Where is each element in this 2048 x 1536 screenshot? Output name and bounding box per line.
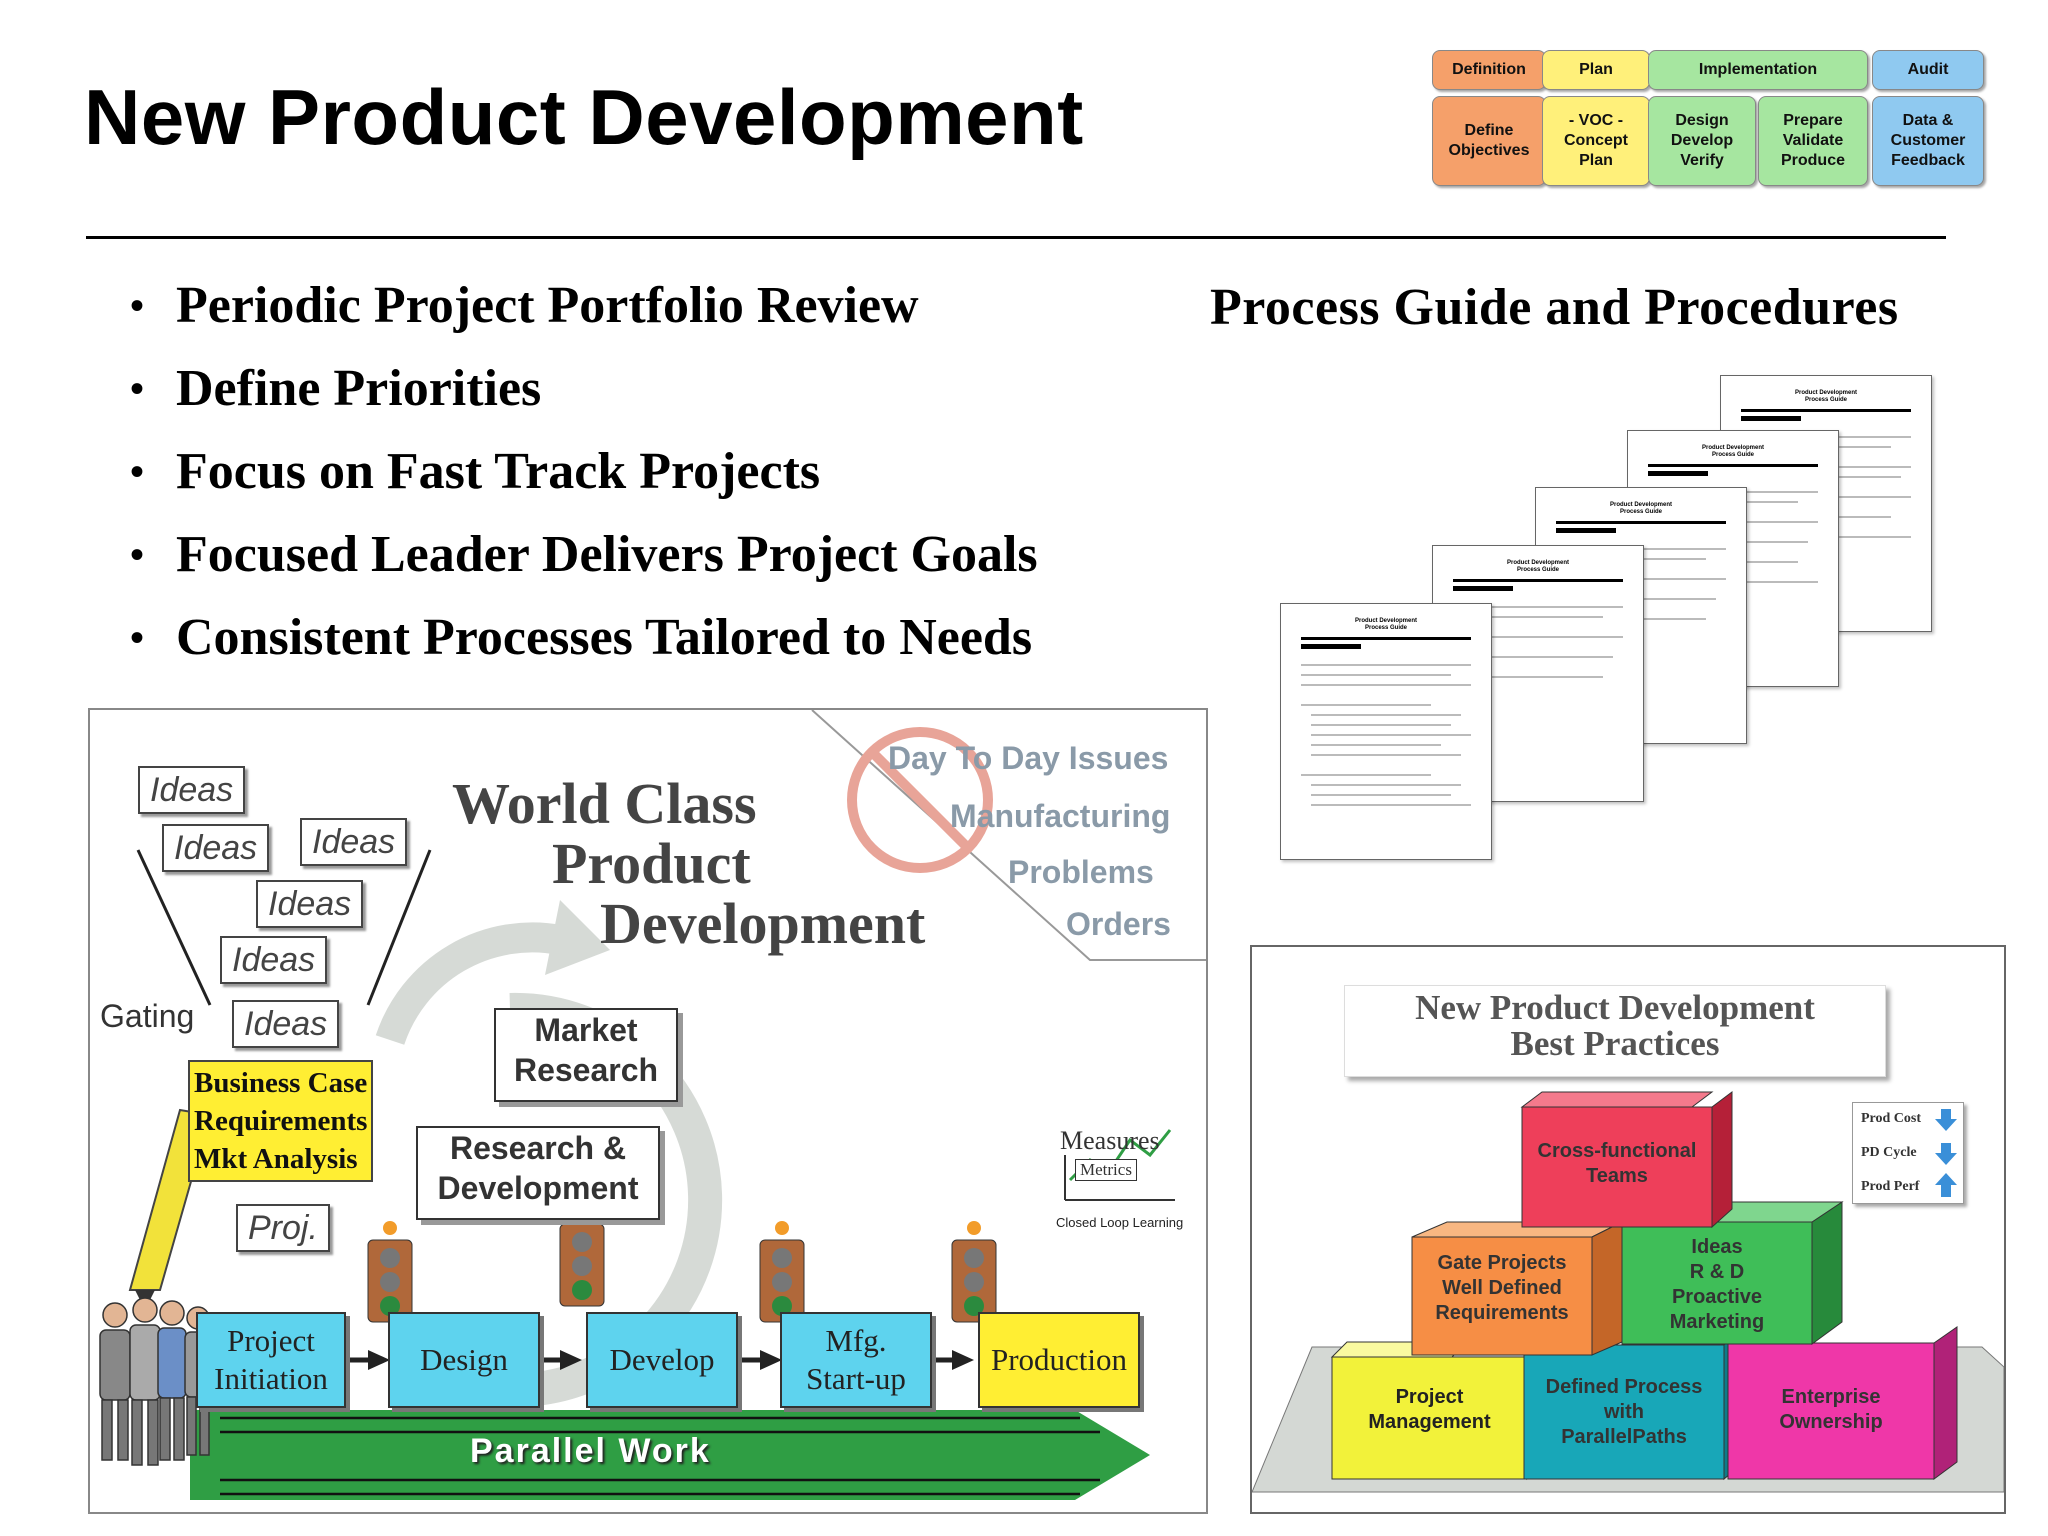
parallel-work-label: Parallel Work [470,1432,711,1470]
market-research-box: Market Research [494,1008,678,1102]
phase-step-data: Data & Customer Feedback [1872,96,1984,186]
doc-header: Product Development Process Guide [1506,560,1569,573]
block-ideas-rnd: Ideas R & D Proactive Marketing [1669,1236,1765,1333]
phase-step-prepare: Prepare Validate Produce [1758,96,1868,186]
bullet-glyph: • [130,366,145,411]
process-guide-page: Product Development Process Guide [1280,603,1492,860]
problems-label: Problems [1008,854,1154,890]
block-pyramid-art [1252,1091,2004,1493]
phase-header-implementation: Implementation [1648,50,1868,90]
arrow-down-icon [1935,1143,1957,1165]
legend-prod-perf: Prod Perf [1861,1179,1920,1194]
best-practices-title: New Product Development Best Practices [1344,985,1886,1077]
phase-strip: Definition Plan Implementation Audit Def… [1432,50,1984,188]
bullet-list: • Periodic Project Portfolio Review • Defi… [130,270,1038,685]
legend-prod-cost: Prod Cost [1861,1111,1922,1126]
stage-project-initiation: Project Initiation [196,1312,346,1408]
block-enterprise-ownership: Enterprise Ownership [1779,1386,1883,1433]
bullet-glyph: • [130,532,145,577]
world-class-title-line: World Class [452,771,757,836]
world-class-diagram: Ideas Ideas Ideas Ideas Ideas Ideas Gati… [88,708,1208,1514]
research-development-box: Research & Development [416,1126,660,1220]
bullet-text: Focus on Fast Track Projects [176,443,821,500]
phase-step-design: Design Develop Verify [1648,96,1756,186]
block-cross-functional-teams: Cross-functional Teams [1537,1140,1697,1187]
phase-header-definition: Definition [1432,50,1546,90]
title-divider [86,236,1946,239]
idea-box: Ideas [138,766,246,814]
phase-header-audit: Audit [1872,50,1984,90]
best-practices-diagram: New Product Development Best Practices P… [1250,945,2006,1514]
doc-header: Product Development Process Guide [1354,618,1417,631]
phase-step-define: Define Objectives [1432,96,1546,186]
manufacturing-label: Manufacturing [950,798,1171,834]
stage-mfg-startup: Mfg. Start-up [780,1312,932,1408]
bullet-item: • Periodic Project Portfolio Review [130,270,1038,353]
best-practices-legend: Prod Cost PD Cycle Prod Perf [1852,1102,1964,1204]
doc-header: Product Development Process Guide [1609,502,1672,515]
doc-header: Product Development Process Guide [1794,390,1857,403]
bullet-item: • Consistent Processes Tailored to Needs [130,602,1038,685]
block-gate-projects: Gate Projects Well Defined Requirements [1435,1252,1569,1324]
proj-box: Proj. [236,1204,330,1252]
closed-loop-learning-label: Closed Loop Learning [1056,1215,1184,1230]
phase-step-voc: - VOC - Concept Plan [1542,96,1650,186]
bullet-text: Focused Leader Delivers Project Goals [176,526,1038,583]
legend-pd-cycle: PD Cycle [1861,1145,1917,1160]
day-to-day-issues-label: Day To Day Issues [888,740,1169,776]
page-title: New Product Development [84,73,1084,161]
bullet-item: • Focused Leader Delivers Project Goals [130,519,1038,602]
business-case-box: Business Case Requirements Mkt Analysis [188,1060,374,1182]
doc-header: Product Development Process Guide [1701,445,1764,458]
gating-label: Gating [100,998,195,1034]
bullet-item: • Focus on Fast Track Projects [130,436,1038,519]
bullet-text: Define Priorities [176,360,542,417]
idea-box: Ideas [162,824,270,872]
idea-box: Ideas [300,818,408,866]
block-project-management: Project Management [1368,1386,1491,1433]
arrow-down-icon [1935,1109,1957,1131]
bullet-glyph: • [130,449,145,494]
idea-box: Ideas [220,936,328,984]
bullet-glyph: • [130,615,145,660]
stage-design: Design [388,1312,540,1408]
measures-label: Measures [1060,1126,1160,1155]
arrow-up-icon [1935,1173,1957,1197]
world-class-title-line: Development [600,891,926,956]
stage-production: Production [978,1312,1140,1408]
orders-label: Orders [1066,906,1171,942]
block-defined-process: Defined Process with ParallelPaths [1545,1376,1703,1448]
process-guide-document-stack: Product Development Process Guide Produc… [1280,375,1940,865]
bullet-text: Consistent Processes Tailored to Needs [176,609,1033,666]
bullet-text: Periodic Project Portfolio Review [176,277,919,334]
phase-header-plan: Plan [1542,50,1650,90]
idea-box: Ideas [256,880,364,928]
bullet-item: • Define Priorities [130,353,1038,436]
process-guide-title: Process Guide and Procedures [1210,279,1899,336]
stage-develop: Develop [586,1312,738,1408]
bullet-glyph: • [130,283,145,328]
metrics-label: Metrics [1075,1159,1137,1181]
idea-box: Ideas [232,1000,340,1048]
world-class-title-line: Product [552,831,751,896]
